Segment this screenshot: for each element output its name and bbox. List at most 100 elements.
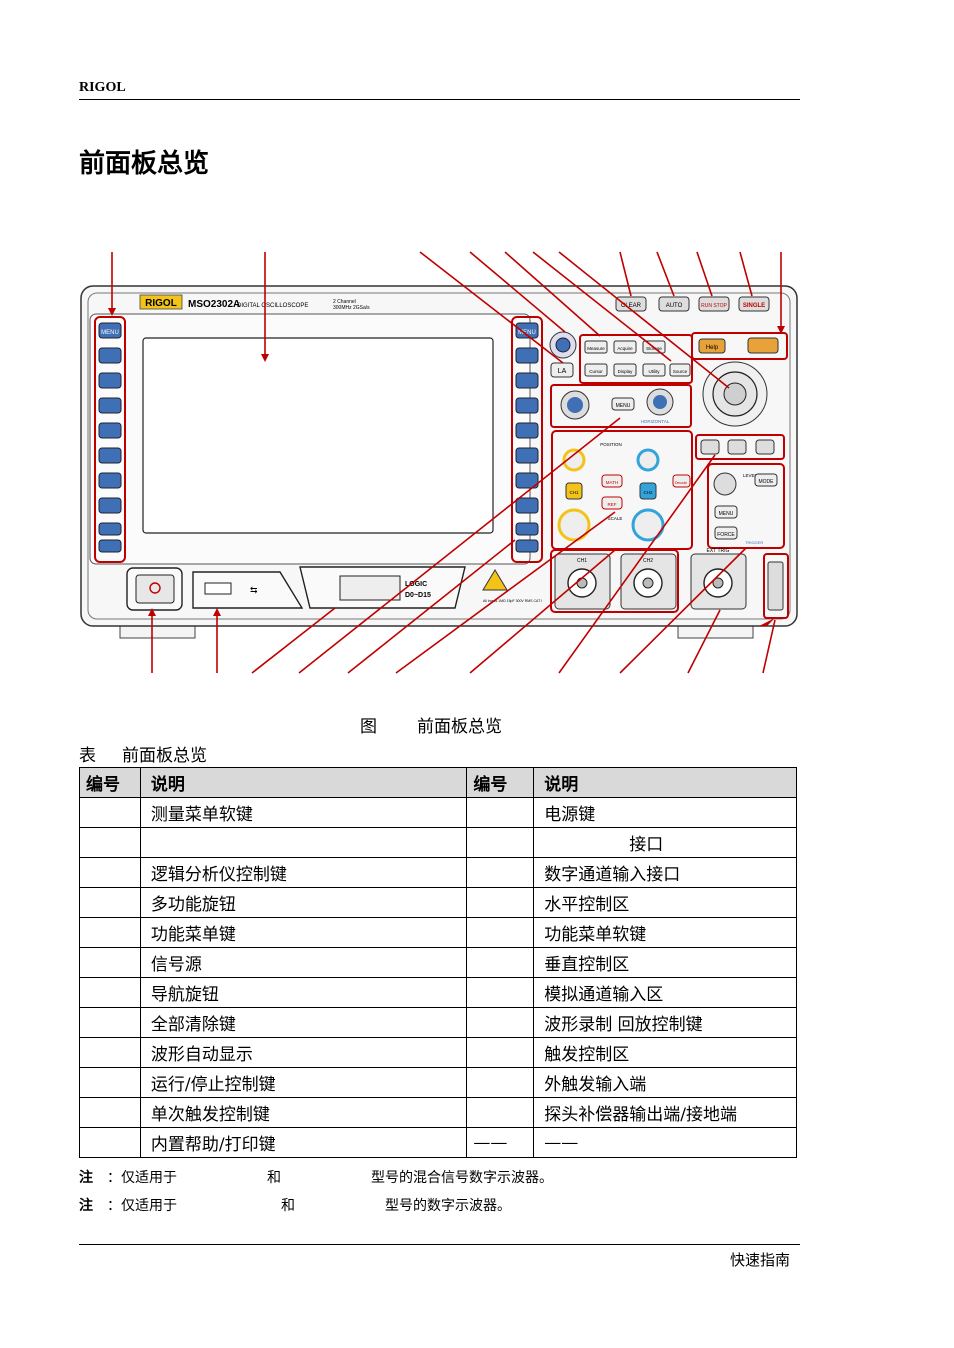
softkey[interactable]: [98, 397, 122, 414]
knob-cap: [567, 397, 583, 413]
print-button[interactable]: [747, 337, 779, 354]
softkey[interactable]: [98, 472, 122, 489]
callout-lines: [111, 251, 782, 674]
help-button[interactable]: [698, 338, 726, 354]
horizontal-menu-button[interactable]: [611, 397, 635, 411]
softkey[interactable]: [515, 447, 539, 464]
right-menu-button[interactable]: [515, 322, 539, 339]
level-label: LEVEL: [743, 473, 758, 478]
clear-button[interactable]: [615, 296, 647, 312]
trigger-level-knob[interactable]: [713, 472, 737, 496]
cell-no: [79, 1007, 141, 1038]
utility-button[interactable]: [642, 363, 666, 377]
logic-input-port[interactable]: [339, 575, 401, 601]
left-menu-button[interactable]: [98, 322, 122, 339]
ch2-scale-knob[interactable]: [631, 508, 665, 542]
play-button[interactable]: [727, 439, 747, 455]
note-2-label: 注: [79, 1198, 93, 1214]
power-button[interactable]: [135, 574, 175, 604]
stop-record-button[interactable]: [700, 439, 720, 455]
cell-desc: 逻辑分析仪控制键: [139, 857, 468, 888]
cursor-button[interactable]: [584, 363, 608, 377]
auto-button[interactable]: [658, 296, 690, 312]
mode-label: MODE: [759, 479, 775, 485]
softkey[interactable]: [98, 447, 122, 464]
ch2-position-knob[interactable]: [636, 448, 660, 472]
softkey-down[interactable]: [515, 539, 539, 553]
decode-button[interactable]: [672, 474, 691, 488]
callout-4: [469, 251, 566, 333]
display-button[interactable]: [613, 363, 637, 377]
header-desc-right: 说明: [533, 767, 797, 798]
cell-desc: 水平控制区: [533, 887, 797, 918]
ch1-scale-knob[interactable]: [557, 508, 591, 542]
panel-model: MSO2302A: [188, 299, 240, 310]
cell-desc: 数字通道输入接口: [533, 857, 797, 888]
single-button[interactable]: [738, 296, 770, 312]
table-row: 逻辑分析仪控制键 数字通道输入接口: [79, 857, 797, 888]
softkey[interactable]: [515, 347, 539, 364]
table-row: 波形自动显示触发控制区: [79, 1037, 797, 1068]
callout-15: [251, 607, 336, 674]
left-softkeys: [98, 347, 122, 553]
panel-spec-1: 2 Channel: [333, 299, 356, 305]
source-button[interactable]: [669, 363, 691, 377]
table-header-row: 编号 说明 编号 说明: [79, 767, 797, 798]
cell-desc: 探头补偿器输出端/接地端: [533, 1097, 797, 1128]
callout-18: [395, 511, 616, 674]
table-row: 测量菜单软键电源键: [79, 797, 797, 828]
header-no-right: 编号: [466, 767, 535, 798]
usb-icon: ⇆: [250, 585, 258, 595]
cell-desc: 全部清除键: [139, 1007, 468, 1038]
softkey[interactable]: [515, 422, 539, 439]
clear-label: CLEAR: [621, 303, 642, 309]
left-menu-label: MENU: [101, 330, 119, 336]
panel-subtitle: DIGITAL OSCILLOSCOPE: [237, 303, 308, 309]
math-button[interactable]: [601, 474, 623, 488]
ch2-button-label: CH2: [643, 490, 652, 495]
usb-host-port[interactable]: [204, 582, 232, 595]
softkey[interactable]: [98, 372, 122, 389]
cell-no: [466, 917, 535, 948]
softkey-up[interactable]: [98, 522, 122, 536]
softkey[interactable]: [98, 422, 122, 439]
force-button[interactable]: [714, 526, 738, 540]
cell-desc: 运行/停止控制键: [139, 1067, 468, 1098]
measure-button[interactable]: [584, 340, 608, 354]
bnc-pin: [712, 577, 724, 589]
acquire-button[interactable]: [613, 340, 637, 354]
callout-6: [532, 251, 672, 362]
softkey[interactable]: [515, 472, 539, 489]
record-button[interactable]: [755, 439, 775, 455]
softkey[interactable]: [515, 397, 539, 414]
table-row: 全部清除键波形录制 回放控制键: [79, 1007, 797, 1038]
warning-icon: [482, 569, 508, 591]
softkey[interactable]: [98, 497, 122, 514]
trigger-label: TRIGGER: [745, 540, 763, 545]
run-stop-button[interactable]: [698, 296, 730, 312]
panel-brand: RIGOL: [145, 298, 177, 309]
horizontal-highlight: [550, 384, 692, 428]
note-1-label: 注: [79, 1170, 93, 1186]
cell-desc: ——: [533, 1127, 797, 1158]
cell-no: [466, 1097, 535, 1128]
softkey[interactable]: [515, 497, 539, 514]
mode-button[interactable]: [754, 473, 778, 487]
measure-label: Measure: [587, 346, 605, 351]
navigation-knob-center: [723, 382, 747, 406]
softkey-down[interactable]: [98, 539, 122, 553]
note-1-text-a: ：仅适用于: [107, 1170, 177, 1186]
ch1-position-knob[interactable]: [562, 448, 586, 472]
softkey-up[interactable]: [515, 522, 539, 536]
auto-label: AUTO: [666, 303, 683, 309]
trigger-menu-button[interactable]: [714, 505, 738, 519]
ch1-button[interactable]: [565, 482, 583, 500]
ref-button[interactable]: [601, 496, 623, 510]
probe-comp-terminal[interactable]: [767, 561, 784, 611]
display-label: Display: [618, 369, 634, 374]
softkey[interactable]: [98, 347, 122, 364]
cell-desc: [139, 827, 468, 858]
power-icon: [149, 582, 161, 594]
softkey[interactable]: [515, 372, 539, 389]
ch2-button[interactable]: [639, 482, 657, 500]
